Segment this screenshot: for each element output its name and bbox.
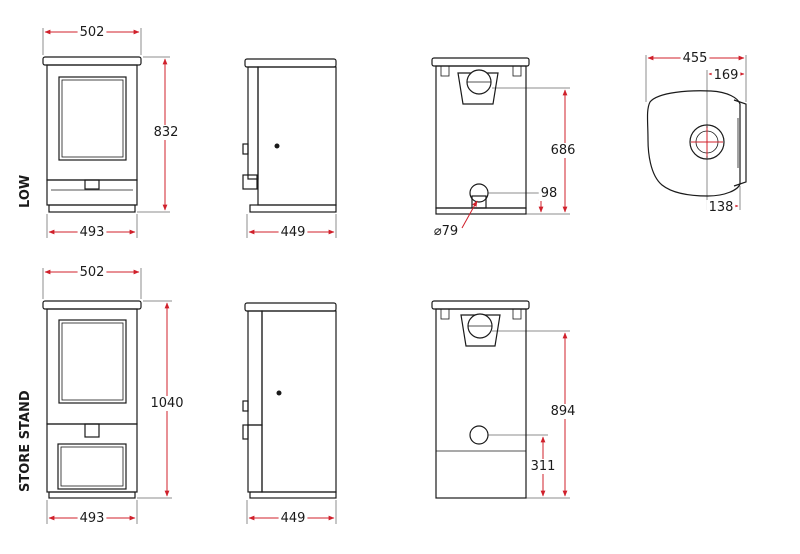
front-view-low [42,56,142,213]
dim-top-width: 455 [683,51,708,66]
label-background [706,200,736,215]
rear-view-low [431,57,530,215]
dim-stand-height: 1040 [150,396,183,411]
dim-low-side-depth: 449 [281,225,306,240]
label-background [711,68,741,83]
label-background [538,186,560,201]
dim-stand-top-width: 502 [80,265,105,280]
dim-low-flue-height: 686 [551,143,576,158]
dim-stand-flue-height: 894 [551,404,576,419]
dim-stand-rear-outlet-height: 311 [531,459,556,474]
dim-stand-side-depth: 449 [281,511,306,526]
label-background [77,225,107,240]
label-background [77,265,107,280]
label-background [151,125,181,140]
rear-view-store-stand [431,300,530,499]
dim-low-outlet-diameter: ⌀79 [434,224,458,239]
label-background [278,511,308,526]
top-view [646,90,747,197]
label-background [77,511,107,526]
label-background [680,51,710,66]
row-label-low: LOW [18,175,33,208]
dim-low-top-width: 502 [80,25,105,40]
label-background [77,25,107,40]
dim-low-bottom-width: 493 [80,225,105,240]
dim-low-rear-outlet-height: 98 [541,186,558,201]
label-background [278,225,308,240]
label-background [148,396,186,411]
dim-top-offset-138: 138 [709,200,734,215]
label-background [431,224,461,239]
side-view-low [242,58,337,213]
row-label-store-stand: STORE STAND [18,390,33,492]
label-background [528,459,558,474]
label-background [548,143,578,158]
front-view-store-stand [42,300,142,499]
dim-top-offset-169: 169 [714,68,739,83]
dim-stand-bottom-width: 493 [80,511,105,526]
side-view-store-stand [242,302,337,499]
label-background [548,404,578,419]
dim-low-height: 832 [154,125,179,140]
